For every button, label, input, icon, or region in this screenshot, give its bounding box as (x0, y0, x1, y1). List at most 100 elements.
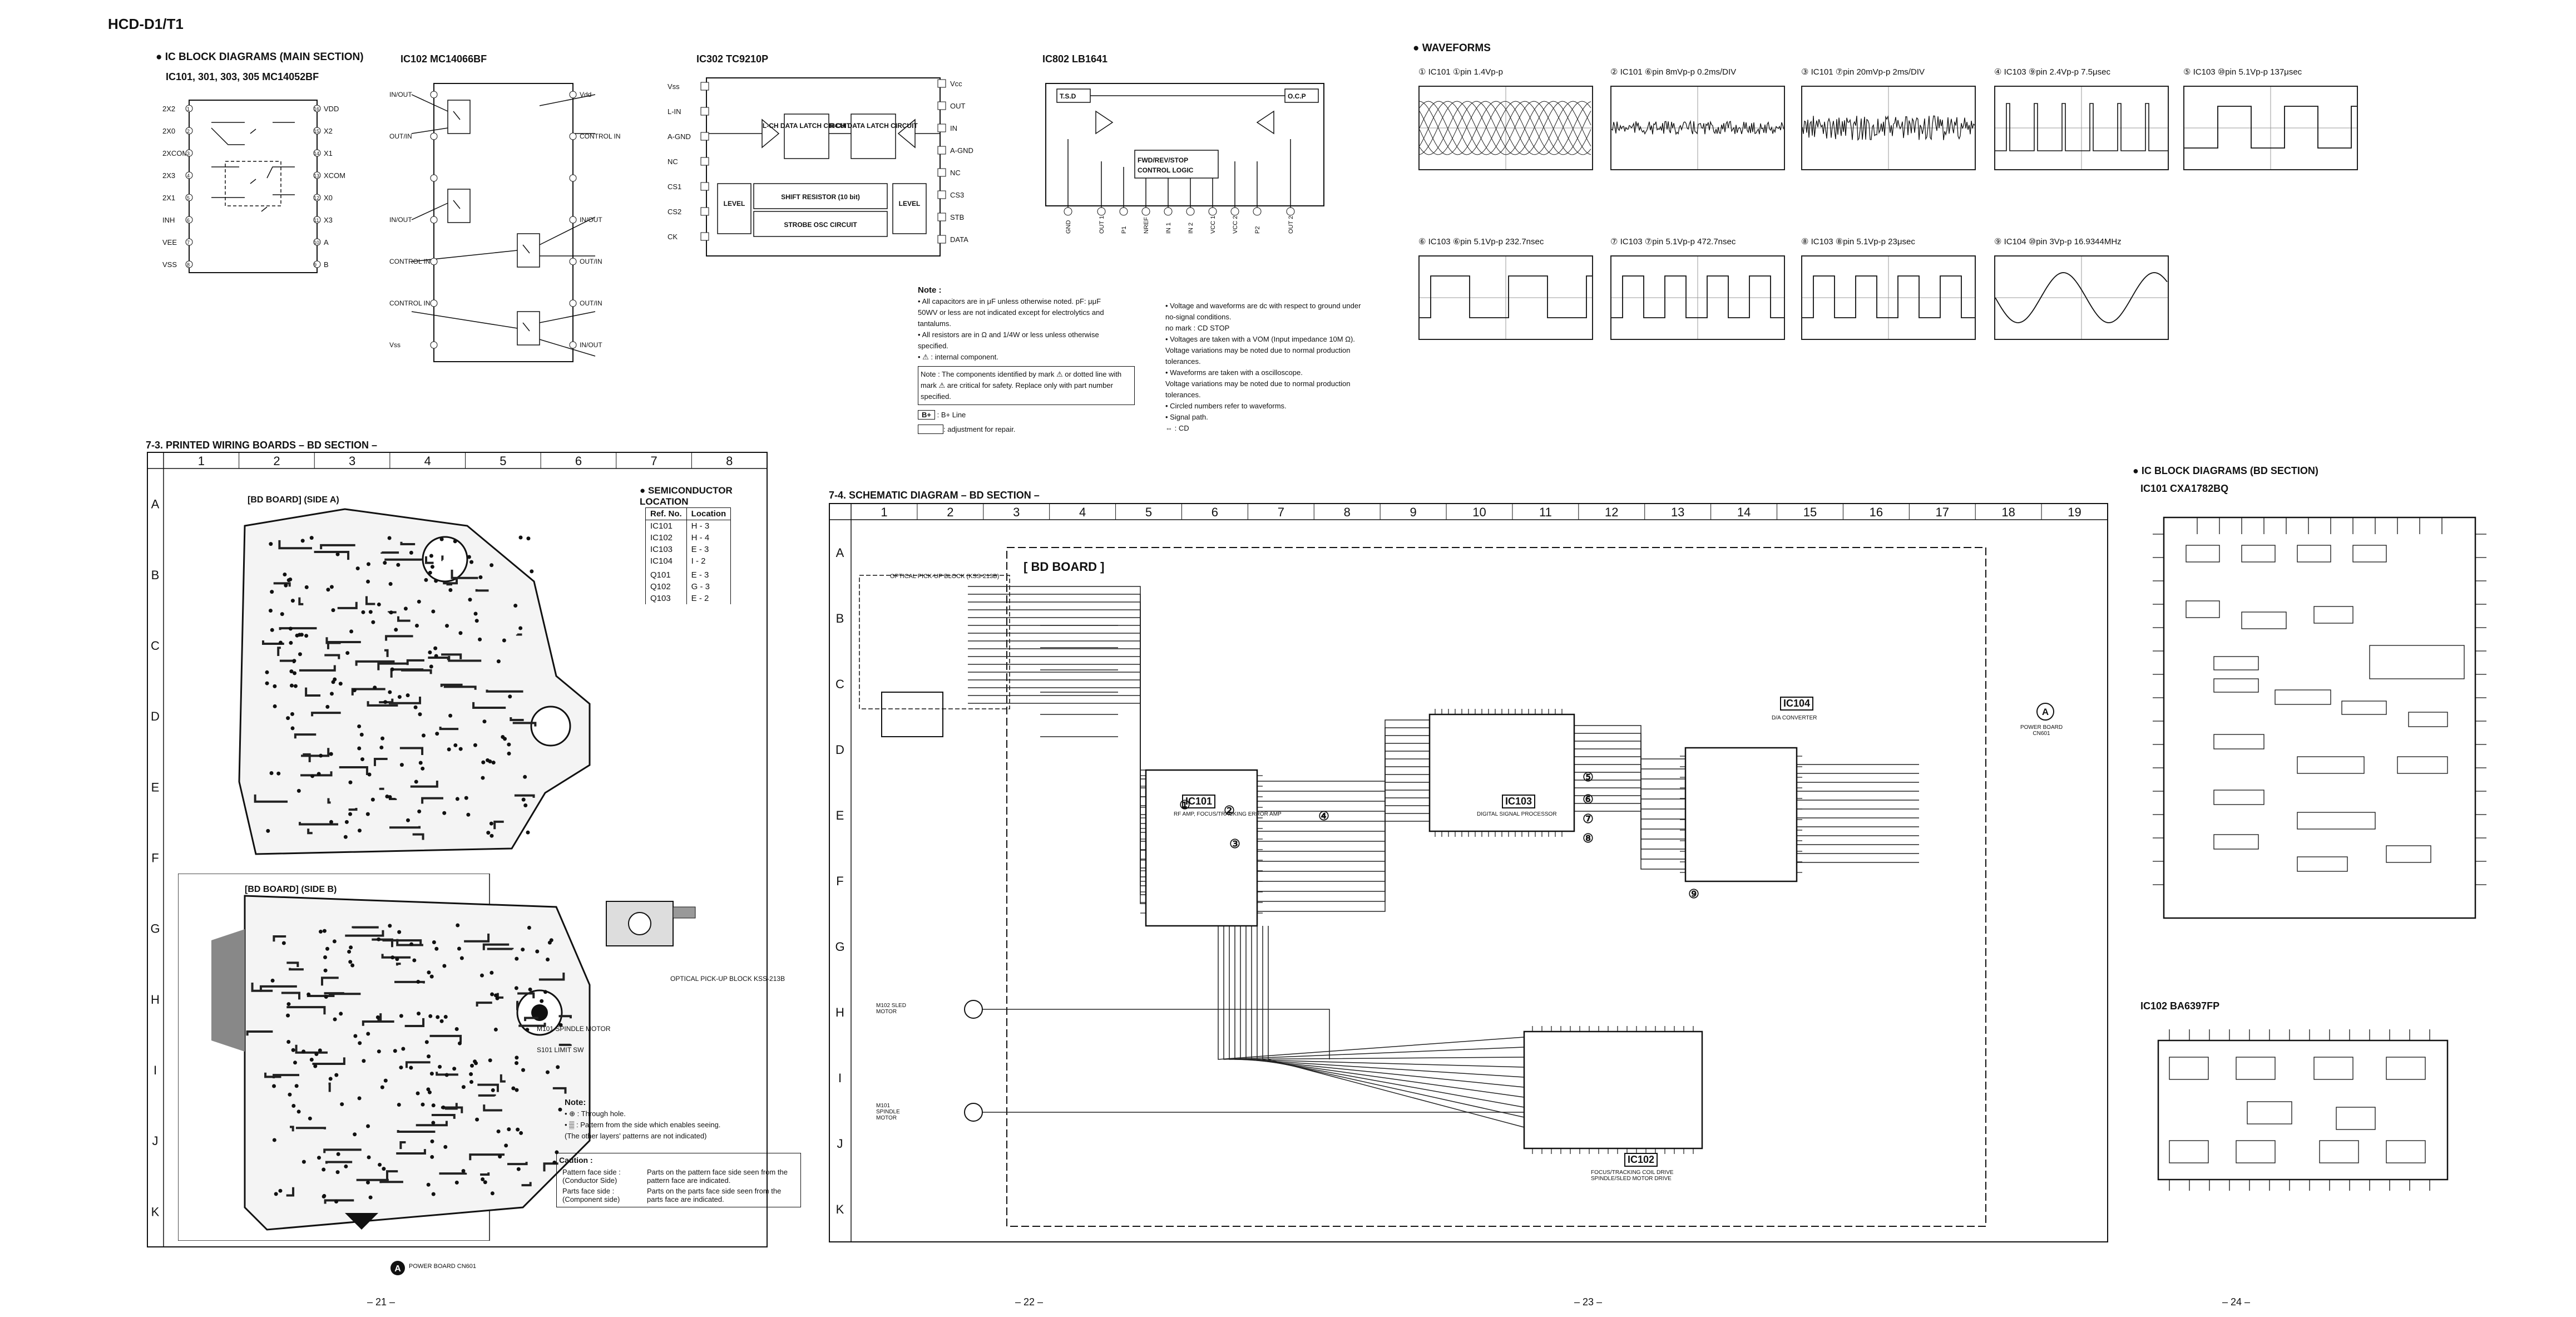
caution-cell: Parts on the pattern face side seen from… (647, 1168, 788, 1185)
ic802-pin-label: IN 1 (1165, 223, 1172, 234)
svg-text:3: 3 (187, 151, 190, 156)
schematic-col-label: 2 (947, 505, 953, 519)
svg-text:8: 8 (187, 262, 190, 268)
pwb-row-label: K (151, 1205, 160, 1219)
limit-switch-label: S101 LIMIT SW (537, 1046, 584, 1054)
notes-line: no-signal conditions. (1165, 313, 1232, 321)
cxa1782-block-diagram (2153, 516, 2486, 919)
waveform-scope (1801, 255, 1976, 340)
ic101-pin-label: VDD (324, 105, 339, 113)
semi-table-cell: E - 3 (686, 544, 731, 555)
ic101-pin-label: VSS (162, 260, 177, 269)
notes-line: • All capacitors are in μF unless otherw… (918, 297, 1101, 305)
ic102-pin-label: Vss (389, 341, 401, 349)
svg-text:2: 2 (187, 129, 190, 134)
ic302-pin-label: OUT (950, 102, 966, 110)
pwb-row-label: H (151, 993, 160, 1007)
semi-table-cell: H - 4 (686, 532, 731, 544)
ic101-pin-label: X0 (324, 194, 333, 202)
svg-text:14: 14 (314, 151, 319, 156)
ic302-pin-label: L-IN (668, 107, 681, 116)
ic302-pin-label: Vss (668, 82, 680, 91)
semi-table-cell: Q101 (645, 569, 687, 581)
svg-text:7: 7 (187, 240, 190, 245)
schematic-row-label: D (835, 743, 844, 757)
ic802-pin-label: VCC 1 (1210, 216, 1217, 234)
waveform-scope (1418, 255, 1593, 340)
ic102-pin-label: IN/OUT (580, 216, 602, 224)
ic101-pin-label: B (324, 260, 329, 269)
svg-text:11: 11 (314, 218, 319, 223)
ic101-pin-label: A (324, 238, 329, 246)
power-board-a-icon-2: A (2036, 703, 2054, 721)
semi-table-cell: IC101 (645, 520, 687, 532)
ic302-title: IC302 TC9210P (696, 53, 769, 65)
pwb-notes: Note: • ⊕ : Through hole. • ▒ : Pattern … (565, 1097, 720, 1142)
ic302-pin-label: CK (668, 233, 678, 241)
semi-table-cell: E - 2 (686, 593, 731, 604)
schematic-col-label: 6 (1212, 505, 1218, 519)
ic302-pin-label: CS3 (950, 191, 964, 199)
waveform-scope (1610, 255, 1785, 340)
spindle-motor-label: M101 SPINDLE MOTOR (537, 1025, 611, 1033)
ic101-pin-label: XCOM (324, 171, 345, 180)
svg-text:⑦: ⑦ (1583, 812, 1594, 826)
pwb-row-label: A (151, 497, 160, 511)
ic-bd-ic102: IC102 BA6397FP (2140, 1000, 2220, 1012)
waveform-label: ⑥ IC103 ⑥pin 5.1Vp-p 232.7nsec (1418, 237, 1544, 246)
pwb-title: 7-3. PRINTED WIRING BOARDS – BD SECTION … (146, 440, 378, 451)
board-a-pcb (238, 508, 591, 855)
pwb-col-label: 8 (726, 454, 733, 468)
ic802-pin-label: GND (1065, 220, 1072, 234)
waveform-label: ② IC101 ⑥pin 8mVp-p 0.2ms/DIV (1610, 67, 1737, 77)
ic302-pin-label: A-GND (668, 132, 691, 141)
model-header: HCD-D1/T1 (108, 16, 184, 32)
waveform-label: ⑤ IC103 ⑩pin 5.1Vp-p 137μsec (2183, 67, 2302, 77)
waveforms-title: ● WAVEFORMS (1413, 42, 1491, 54)
ic101-pin-label: VEE (162, 238, 177, 246)
pwb-col-label: 6 (575, 454, 582, 468)
semi-title: ● SEMICONDUCTOR LOCATION (640, 485, 733, 507)
schematic-row-label: B (836, 611, 844, 625)
pwb-col-label: 2 (273, 454, 280, 468)
ic101-pin-label: X3 (324, 216, 333, 224)
schematic-ic103: IC103 (1502, 795, 1536, 808)
pwb-row-label: I (154, 1063, 157, 1077)
waveform-label: ④ IC103 ⑨pin 2.4Vp-p 7.5μsec (1994, 67, 2110, 77)
pwb-row-label: D (151, 709, 160, 723)
ic102-main-title: IC102 MC14066BF (401, 53, 487, 65)
ic102-pin-label: CONTROL IN (580, 132, 621, 140)
schematic-row-label: H (835, 1005, 844, 1019)
notes-line: tolerances. (1165, 357, 1201, 366)
schematic-title: 7-4. SCHEMATIC DIAGRAM – BD SECTION – (829, 490, 1040, 501)
svg-text:FWD/REV/STOP: FWD/REV/STOP (1138, 156, 1188, 164)
svg-text:A: A (2042, 707, 2049, 717)
ic102-pin-label: IN/OUT (389, 91, 412, 98)
ic802-title: IC802 LB1641 (1042, 53, 1108, 65)
ic302-pin-label: IN (950, 124, 957, 132)
svg-text:②: ② (1224, 803, 1235, 817)
ic102-pin-label: IN/OUT (580, 341, 602, 349)
notes-line: ⇔ : CD (1165, 424, 1189, 432)
schematic-ic103-desc: DIGITAL SIGNAL PROCESSOR (1477, 811, 1557, 817)
page-number-22: – 22 – (1015, 1296, 1044, 1308)
ic-bd-ic101: IC101 CXA1782BQ (2140, 483, 2229, 494)
ic102-pin-label: Vdd (580, 91, 591, 98)
schematic-ic101: IC101 (1182, 795, 1216, 808)
schematic-col-label: 16 (1870, 505, 1883, 519)
board-b-label: [BD BOARD] (SIDE B) (245, 885, 337, 894)
notes-line: no mark : CD STOP (1165, 324, 1230, 332)
svg-text:O.C.P: O.C.P (1288, 92, 1306, 100)
caution-table: Pattern face side : (Conductor Side)Part… (559, 1167, 795, 1205)
caution-cell: Parts on the parts face side seen from t… (647, 1187, 782, 1203)
svg-text:A: A (394, 1264, 401, 1274)
schematic-row-label: I (838, 1071, 842, 1085)
notes-line: specified. (918, 342, 948, 350)
ic102-pin-label: CONTROL IN (389, 299, 431, 307)
pwb-row-label: E (151, 780, 160, 794)
pwb-note-title: Note: (565, 1098, 586, 1107)
